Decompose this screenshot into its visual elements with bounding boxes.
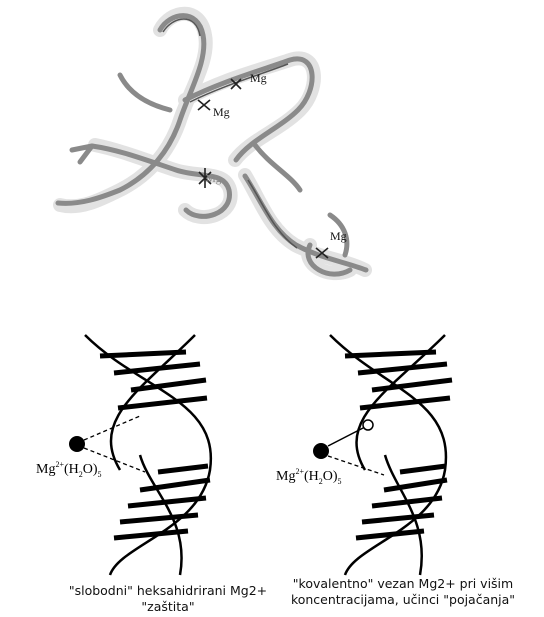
left-helix	[69, 335, 211, 575]
mg-label-4: Mg	[330, 229, 347, 243]
mg-label-2: Mg	[213, 105, 230, 119]
mg-label-3: Mg	[206, 173, 222, 185]
mg-label-1: Mg	[250, 71, 267, 85]
rna-shadow	[60, 14, 365, 273]
right-caption-line-2: koncentracijama, učinci "pojačanja"	[268, 592, 538, 608]
left-caption-line-2: "zaštita"	[58, 599, 278, 615]
rna-structure: Mg Mg Mg Mg	[58, 14, 366, 274]
left-mg-ion	[69, 436, 85, 452]
left-ion-label: Mg2+(H2O)5	[36, 460, 102, 479]
left-caption-line-1: "slobodni" heksahidrirani Mg2+	[58, 583, 278, 599]
right-bond-solid	[328, 427, 365, 446]
right-caption-line-1: "kovalentno" vezan Mg2+ pri višim	[268, 576, 538, 592]
left-helix-base-pairs	[100, 352, 210, 538]
right-caption: "kovalentno" vezan Mg2+ pri višim koncen…	[268, 576, 538, 608]
right-mg-ion	[313, 443, 329, 459]
right-helix	[313, 335, 452, 575]
right-phosphate-oxygen	[363, 420, 373, 430]
right-ion-label: Mg2+(H2O)5	[276, 467, 342, 486]
left-caption: "slobodni" heksahidrirani Mg2+ "zaštita"	[58, 583, 278, 615]
